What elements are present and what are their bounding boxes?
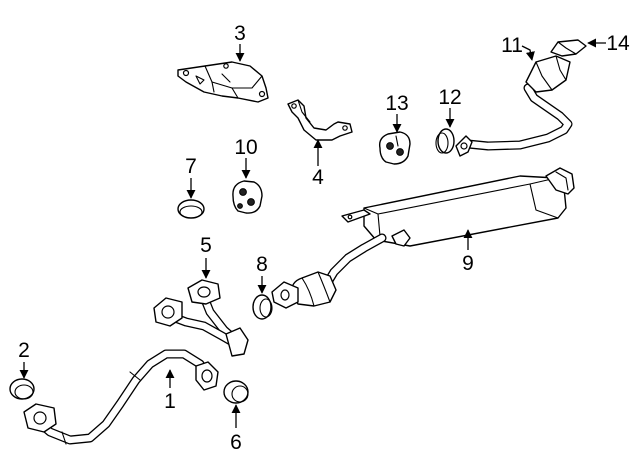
callout-8: 8 <box>256 253 268 276</box>
part-1-front-pipe <box>23 349 219 445</box>
callout-3: 3 <box>234 22 246 45</box>
callout-14: 14 <box>606 32 630 55</box>
part-10-rubber-hanger <box>232 180 263 214</box>
part-8-gasket-ring <box>252 294 273 320</box>
part-11-tail-pipe <box>455 39 587 157</box>
callout-10: 10 <box>234 136 257 159</box>
part-3-heat-shield-bracket <box>177 61 269 103</box>
callout-9: 9 <box>462 252 474 275</box>
callout-12: 12 <box>438 86 461 109</box>
leader-11 <box>521 45 535 61</box>
callout-leaders <box>19 38 606 428</box>
callout-4: 4 <box>312 166 324 189</box>
part-2-gasket-ring <box>9 378 35 400</box>
callout-11: 11 <box>501 34 523 57</box>
callout-1: 1 <box>164 390 176 413</box>
part-5-manifold-pipe <box>153 279 249 357</box>
part-12-gasket-ring <box>435 128 455 154</box>
part-9-muffler-assembly <box>271 167 575 309</box>
part-6-gasket-ring <box>223 380 249 404</box>
part-4-pipe-clamp-bracket <box>287 99 353 141</box>
callout-2: 2 <box>18 339 30 362</box>
part-13-rubber-hanger <box>378 131 411 165</box>
callout-7: 7 <box>185 155 197 178</box>
callout-5: 5 <box>200 234 212 257</box>
callout-labels: 1 2 3 4 5 6 7 8 9 10 11 12 13 14 <box>18 22 630 454</box>
callout-13: 13 <box>385 92 408 115</box>
callout-6: 6 <box>230 431 242 454</box>
part-7-gasket-ring <box>177 199 205 219</box>
